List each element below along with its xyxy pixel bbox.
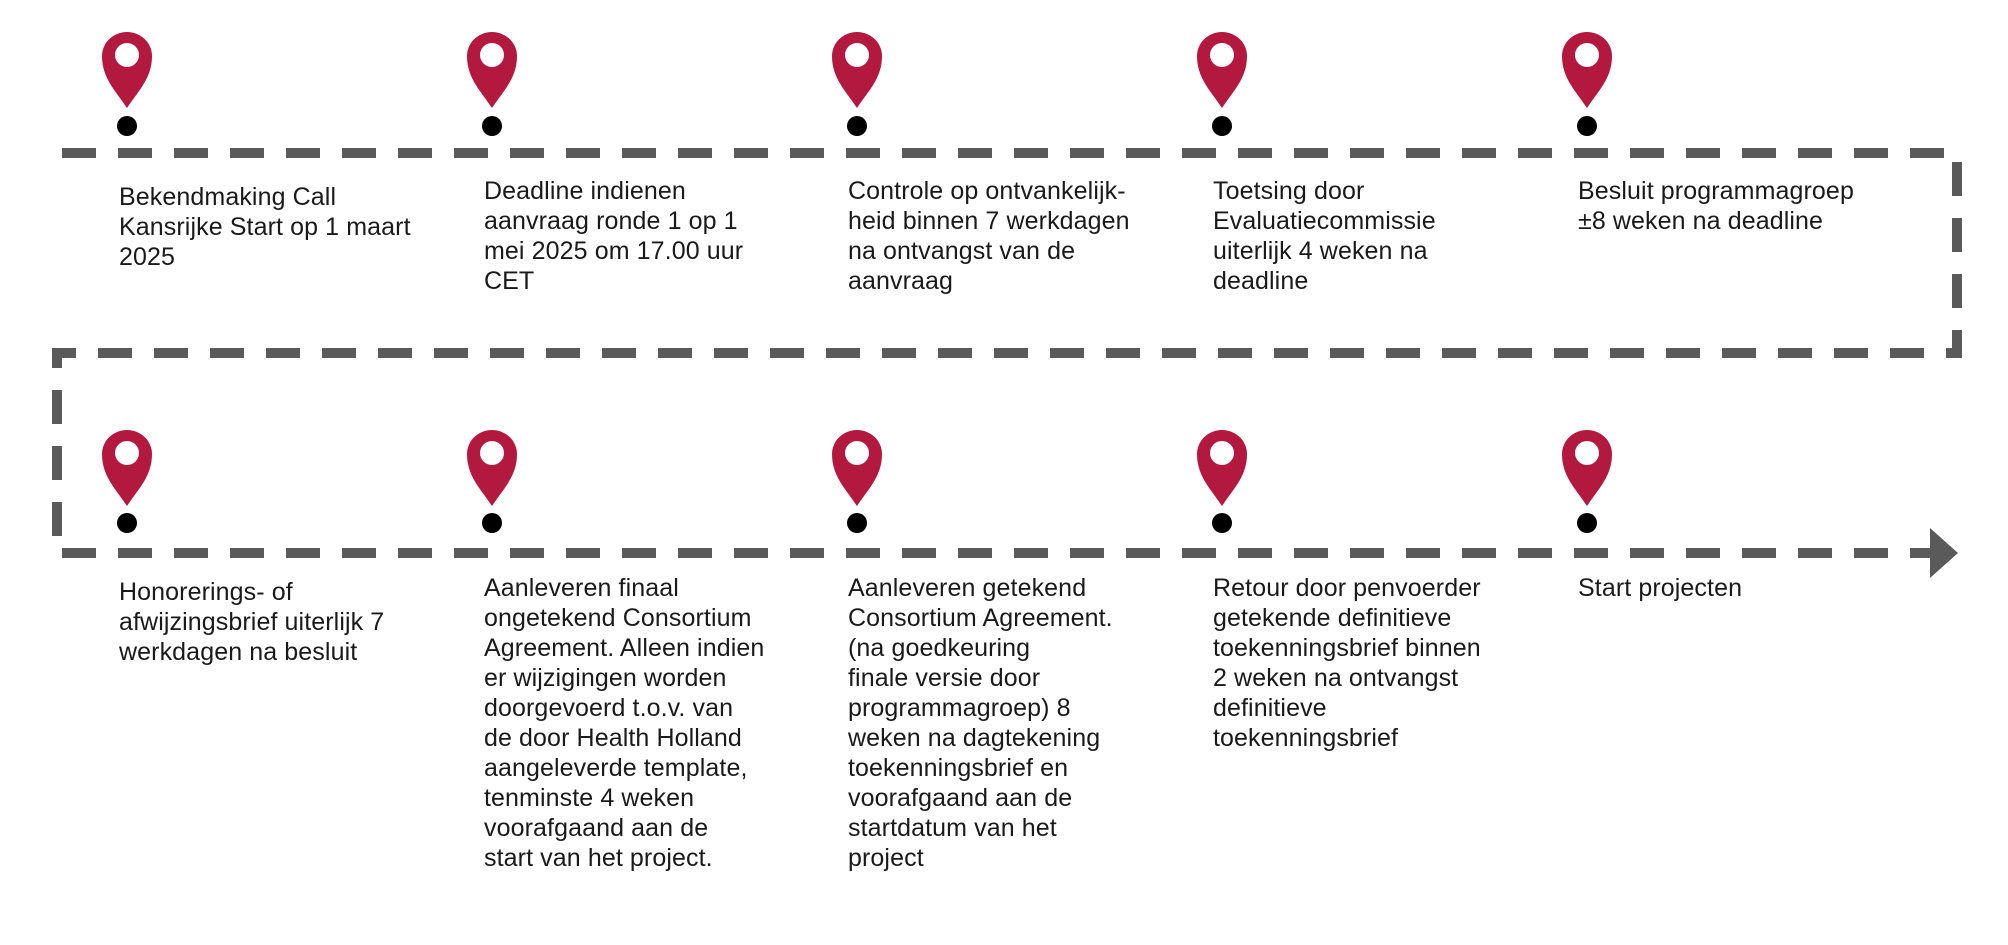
map-pin-icon	[832, 32, 882, 108]
timeline-dot	[1212, 116, 1232, 136]
map-pin-icon	[102, 430, 152, 506]
map-pin-icon	[467, 32, 517, 108]
timeline-dot	[117, 116, 137, 136]
step-7-text: Aanleveren finaal ongetekend Consortium …	[484, 574, 765, 872]
step-4-text: Toetsing door Evaluatiecommissie uiterli…	[1213, 177, 1436, 295]
step-2-text: Deadline indienen aanvraag ronde 1 op 1 …	[484, 177, 744, 295]
step-10-text: Start projecten	[1578, 574, 1743, 602]
step-5-text: Besluit programmagroep ±8 weken na deadl…	[1578, 177, 1854, 235]
map-pin-icon	[832, 430, 882, 506]
map-pin-icon	[1562, 32, 1612, 108]
step-1-text: Bekendmaking Call Kansrijke Start op 1 m…	[119, 183, 411, 271]
step-9-text: Retour door penvoerder getekende definit…	[1213, 574, 1481, 752]
timeline-dot	[847, 116, 867, 136]
map-pin-icon	[1197, 32, 1247, 108]
timeline-dot	[1577, 116, 1597, 136]
map-pin-icon	[467, 430, 517, 506]
map-pin-icon	[1197, 430, 1247, 506]
timeline-path	[52, 148, 1962, 558]
map-pin-icon	[102, 32, 152, 108]
step-3-text: Controle op ontvankelijk- heid binnen 7 …	[848, 177, 1130, 295]
step-8-text: Aanleveren getekend Consortium Agreement…	[848, 574, 1113, 872]
map-pin-icon	[1562, 430, 1612, 506]
timeline-dot	[117, 513, 137, 533]
timeline-dot	[847, 513, 867, 533]
step-6-text: Honorerings- of afwijzingsbrief uiterlij…	[119, 578, 385, 666]
timeline-dot	[1577, 513, 1597, 533]
timeline-dot	[482, 513, 502, 533]
pins-layer	[102, 32, 1612, 533]
timeline-dot	[1212, 513, 1232, 533]
timeline-dot	[482, 116, 502, 136]
arrow-head-icon	[1930, 528, 1958, 578]
